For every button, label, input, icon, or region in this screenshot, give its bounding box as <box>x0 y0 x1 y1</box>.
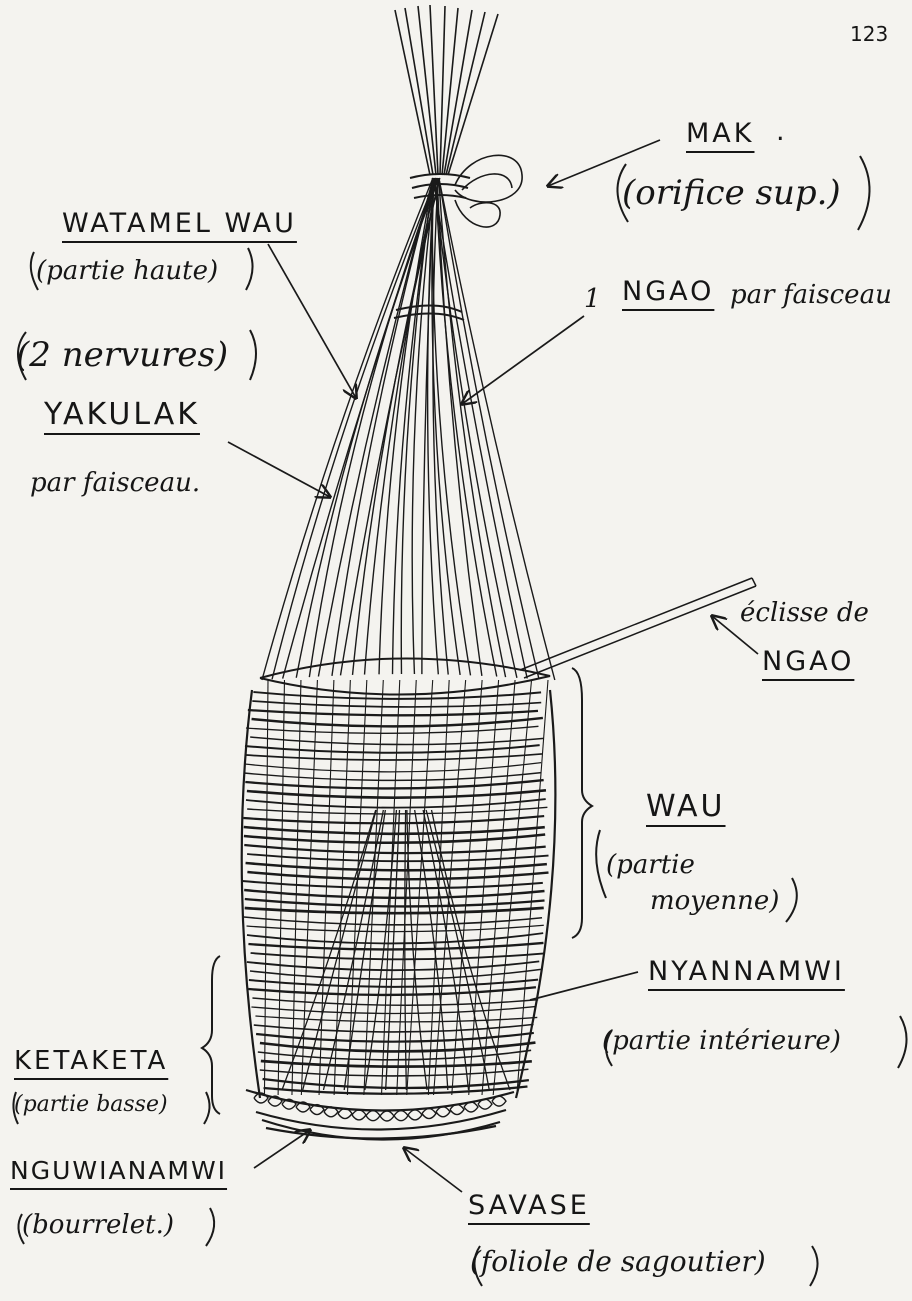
eclisse-strip <box>520 578 756 678</box>
label-ngao-eclisse: NGAO <box>762 648 854 675</box>
label-mak-dot: . <box>776 118 788 145</box>
label-nguwianamwi-note: (bourrelet.) <box>22 1212 174 1238</box>
label-watamel-wau: WATAMEL WAU <box>62 210 297 237</box>
label-watamel-note: (partie haute) <box>36 258 218 284</box>
woven-barrel <box>242 658 556 1098</box>
rim-loops <box>254 1093 506 1121</box>
label-wau-note-2: moyenne) <box>650 888 779 914</box>
label-eclisse: éclisse de <box>740 600 869 626</box>
label-nyannamwi: NYANNAMWI <box>648 958 845 985</box>
label-nyannamwi-note: (partie intérieure) <box>602 1028 841 1054</box>
label-wau: WAU <box>646 792 726 822</box>
label-nguwianamwi: NGUWIANAMWI <box>10 1158 227 1183</box>
mak-orifice-loop <box>455 155 522 227</box>
label-yakulak-note: par faisceau. <box>30 470 200 496</box>
page-number: 123 <box>850 24 888 44</box>
label-savase: SAVASE <box>468 1192 590 1219</box>
label-mak-note: (orifice sup.) <box>622 176 841 210</box>
label-ngao-top: NGAO <box>622 278 714 305</box>
label-ketaketa-note: (partie basse) <box>14 1094 168 1116</box>
label-nervures: (2 nervures) <box>16 338 228 372</box>
label-ngao-note: par faisceau <box>730 282 892 308</box>
top-tuft <box>395 5 498 175</box>
label-ketaketa: KETAKETA <box>14 1048 168 1074</box>
label-mak: MAK <box>686 120 754 147</box>
label-yakulak: YAKULAK <box>44 400 200 430</box>
label-savase-note: (foliole de sagoutier) <box>470 1248 766 1276</box>
label-ngao-count: 1 <box>584 286 601 312</box>
label-wau-note-1: (partie <box>606 852 695 878</box>
